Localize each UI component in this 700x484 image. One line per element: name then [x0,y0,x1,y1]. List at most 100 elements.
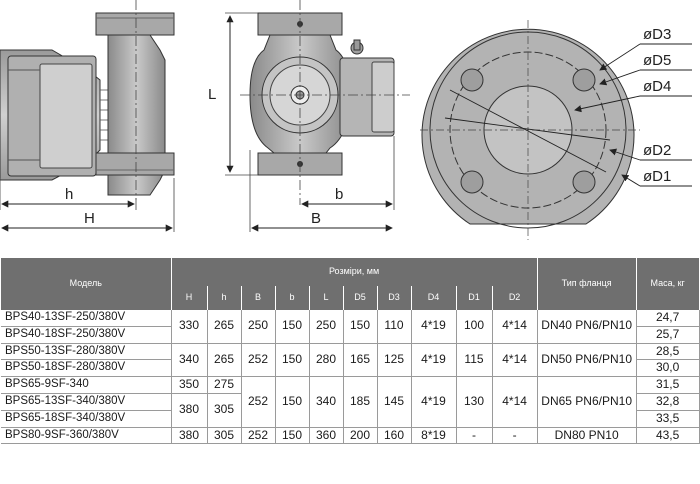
front-view: L b B [208,0,410,232]
cell-h: 265 [207,310,242,344]
label-d2: øD2 [643,142,671,159]
model-name: BPS65-18SF-340/380V [1,410,172,428]
table-row: BPS65-18SF-340/380V 33,5 [1,410,700,428]
header-col-h: h [207,286,242,310]
cell-b: 150 [275,343,310,378]
model-name: BPS40-18SF-250/380V [1,326,172,344]
dim-B-label: B [311,210,321,227]
bottom-flange [95,152,175,176]
header-col-B: B [241,286,276,310]
cell-D4: 4*19 [411,310,457,344]
cell-flange: DN80 PN10 [537,427,637,445]
cell-flange: DN40 PN6/PN10 [537,310,637,344]
cell-h: 275 [207,376,242,394]
header-col-D4: D4 [411,286,457,310]
cell-D4: 4*19 [411,376,457,428]
header-dims: Розміри, мм [171,258,538,286]
cell-D5: 150 [343,310,378,344]
dim-L-label: L [208,86,216,103]
label-d4: øD4 [643,78,671,95]
cell-mass: 31,5 [636,376,700,394]
label-d1: øD1 [643,168,671,185]
header-model: Модель [1,258,172,310]
dim-b-label: b [335,186,343,203]
cell-D5: 200 [343,427,378,445]
bolt-holes [460,68,596,194]
spec-table-body: BPS40-13SF-250/380V 330 265 250 150 250 … [1,310,700,445]
cell-D1: - [456,427,493,445]
top-flange [95,12,175,36]
dim-H-label: H [84,210,95,227]
cell-L: 360 [309,427,344,445]
label-d3: øD3 [643,26,671,43]
label-d5: øD5 [643,52,671,69]
cell-mass: 32,8 [636,393,700,411]
table-row: BPS50-18SF-280/380V 30,0 [1,359,700,378]
model-name: BPS50-18SF-280/380V [1,359,172,378]
cell-D2: 4*14 [492,343,538,378]
cell-L: 250 [309,310,344,344]
control-box-panel [39,63,93,169]
cell-L: 280 [309,343,344,378]
flange-view: øD3 øD5 øD4 øD2 øD1 [420,20,692,240]
cell-b: 150 [275,376,310,428]
side-view: h H [0,0,175,232]
cell-b: 150 [275,310,310,344]
cell-D3: 145 [377,376,412,428]
cell-D2: 4*14 [492,376,538,428]
cell-D1: 130 [456,376,493,428]
cell-b: 150 [275,427,310,445]
table-row: BPS50-13SF-280/380V 340 265 252 150 280 … [1,343,700,378]
model-name: BPS65-9SF-340 [1,376,172,394]
cell-H: 340 [171,343,208,378]
cell-flange: DN65 PN6/PN10 [537,376,637,428]
cell-mass: 25,7 [636,326,700,344]
cell-B: 252 [241,376,276,428]
cell-D2: - [492,427,538,445]
header-col-D1: D1 [456,286,493,310]
cell-D4: 4*19 [411,343,457,378]
header-mass: Маса, кг [636,258,700,310]
model-name: BPS65-13SF-340/380V [1,393,172,411]
cell-h: 265 [207,343,242,378]
cell-H: 350 [171,376,208,394]
header-col-L: L [309,286,344,310]
cell-mass: 30,0 [636,359,700,378]
model-name: BPS40-13SF-250/380V [1,310,172,327]
header-col-D3: D3 [377,286,412,310]
cell-flange: DN50 PN6/PN10 [537,343,637,378]
cell-B: 250 [241,310,276,344]
cell-mass: 43,5 [636,427,700,445]
model-name: BPS80-9SF-360/380V [1,427,172,445]
cell-H: 380 [171,393,208,428]
cell-h: 305 [207,393,242,428]
dim-h-label: h [65,186,73,203]
cell-D1: 115 [456,343,493,378]
table-row: BPS65-9SF-340 350 275 252 150 340 185 14… [1,376,700,428]
header-col-D2: D2 [492,286,538,310]
cell-H: 380 [171,427,208,445]
spec-table: Модель Розміри, мм Тип фланця Маса, кг H… [1,258,700,445]
header-col-H: H [171,286,208,310]
cell-mass: 28,5 [636,343,700,361]
table-row: BPS65-13SF-340/380V 380 305 32,8 [1,393,700,428]
cell-D3: 110 [377,310,412,344]
table-row: BPS40-18SF-250/380V 25,7 [1,326,700,344]
cell-H: 330 [171,310,208,344]
cell-mass: 33,5 [636,410,700,428]
cell-h: 305 [207,427,242,445]
cell-B: 252 [241,343,276,378]
model-name: BPS50-13SF-280/380V [1,343,172,361]
cell-D3: 125 [377,343,412,378]
cell-D1: 100 [456,310,493,344]
spec-table-header: Модель Розміри, мм Тип фланця Маса, кг H… [1,258,700,310]
header-col-b: b [275,286,310,310]
cell-L: 340 [309,376,344,428]
table-row: BPS80-9SF-360/380V 380 305 252 150 360 2… [1,427,700,445]
cell-D3: 160 [377,427,412,445]
cell-D5: 185 [343,376,378,428]
cell-D2: 4*14 [492,310,538,344]
cell-D5: 165 [343,343,378,378]
header-flange-type: Тип фланця [537,258,637,310]
table-row: BPS40-13SF-250/380V 330 265 250 150 250 … [1,310,700,344]
